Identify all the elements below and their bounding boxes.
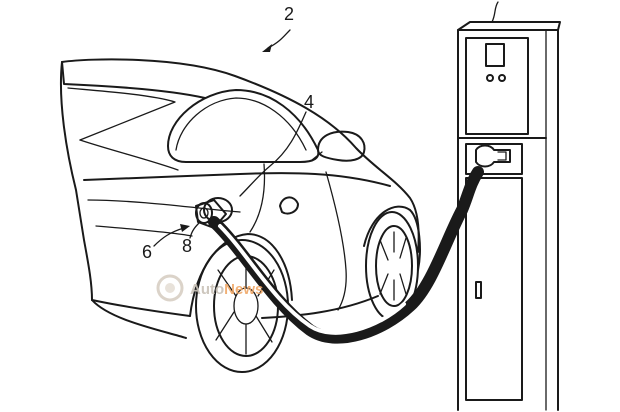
ref-leader-port-cap	[189, 221, 201, 239]
watermark: AutoNews	[156, 274, 263, 302]
side-mirror-stem	[311, 151, 323, 161]
ref-label-body-line: 4	[304, 92, 314, 112]
ref-arrowhead-charge-area	[180, 224, 190, 232]
ref-arrowhead-vehicle	[262, 44, 272, 52]
cable-body	[208, 166, 484, 344]
ref-label-charge-area: 6	[142, 242, 152, 262]
car-roof-outline	[61, 58, 420, 253]
side-window-trim	[175, 97, 307, 151]
cable-connector	[195, 199, 227, 229]
watermark-suffix: News	[224, 281, 263, 298]
rear-panel-line-2	[79, 139, 179, 171]
body-sill	[91, 299, 191, 317]
rear-light-line	[95, 225, 193, 237]
station-holster-recess	[465, 143, 523, 175]
station-lower-cabinet	[465, 177, 523, 401]
door-seam	[325, 171, 347, 311]
station-leader	[491, 1, 499, 23]
rear-bumper	[91, 299, 187, 339]
front-rim	[375, 225, 413, 307]
ref-label-port-cap: 8	[182, 236, 192, 256]
ref-label-vehicle: 2	[284, 4, 294, 24]
rear-panel-line	[67, 87, 176, 141]
body-shoulder	[83, 172, 391, 187]
charging-station	[457, 1, 561, 411]
station-plug-handle	[497, 151, 507, 161]
side-window	[167, 89, 320, 163]
body-side-crease	[87, 199, 241, 213]
charge-port-socket	[199, 207, 209, 219]
station-top	[457, 21, 561, 31]
station-upper-panel	[465, 37, 529, 135]
front-spokes	[379, 231, 407, 301]
svg-text:AutoNews: AutoNews	[190, 281, 263, 298]
watermark-logo-core	[165, 283, 175, 293]
car	[59, 58, 421, 373]
car-rear-edge	[59, 61, 93, 301]
door-handle	[279, 196, 299, 215]
reference-labels: 2 4 6 8	[142, 4, 314, 262]
station-button-2	[498, 74, 506, 82]
station-cabinet-handle	[475, 281, 482, 299]
body-sill-front	[261, 295, 379, 319]
station-screen	[485, 43, 505, 67]
station-button-1	[486, 74, 494, 82]
side-mirror	[317, 130, 366, 162]
charging-cable	[195, 166, 484, 344]
station-plug	[475, 144, 511, 168]
watermark-logo-icon	[156, 274, 184, 302]
front-wheel-arch	[363, 205, 421, 271]
cable-highlight	[218, 224, 406, 335]
rear-spokes	[215, 257, 275, 355]
station-pillar	[457, 29, 559, 411]
ref-leader-body-line	[239, 111, 307, 197]
ref-arrow-charge-area	[153, 227, 185, 247]
rear-spoiler	[61, 61, 206, 99]
watermark-prefix: Auto	[190, 281, 224, 298]
